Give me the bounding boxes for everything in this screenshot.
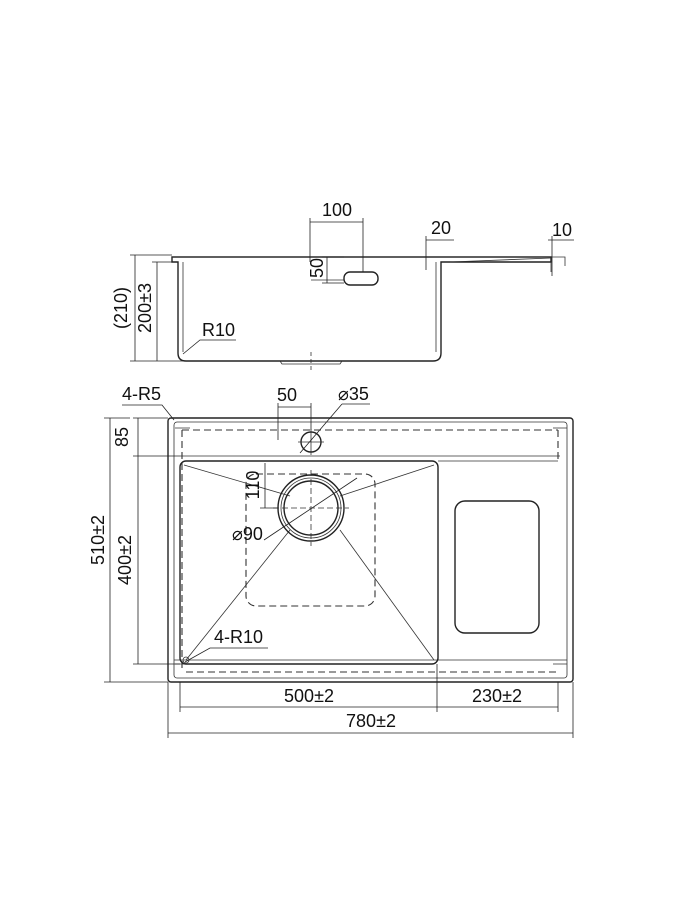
dim-total-depth: 510±2 bbox=[88, 515, 108, 565]
side-drain bbox=[279, 360, 343, 365]
dim-drain-offset: 110 bbox=[243, 471, 263, 500]
dim-drain-height: 50 bbox=[307, 258, 327, 278]
side-view-outline bbox=[171, 256, 552, 362]
bowl bbox=[179, 460, 439, 665]
drainer-recess bbox=[454, 500, 540, 634]
side-radius-label: R10 bbox=[202, 320, 235, 340]
corner-radius-label: 4-R5 bbox=[122, 384, 161, 404]
dim-bowl-depth-side: 200±3 bbox=[135, 283, 155, 333]
dim-offset-10: 10 bbox=[552, 220, 572, 240]
bowl-corner-radius-label: 4-R10 bbox=[214, 627, 263, 647]
drain bbox=[273, 470, 349, 546]
dim-top-edge: 85 bbox=[112, 427, 132, 447]
dashed-perimeter bbox=[181, 429, 559, 673]
dim-total-width: 780±2 bbox=[346, 711, 396, 731]
top-view: 4-R5 50 ⌀35 85 510±2 400±2 110 ⌀90 bbox=[88, 384, 574, 738]
dim-tap-diameter: ⌀35 bbox=[338, 384, 369, 404]
drain-area bbox=[245, 473, 376, 607]
dim-bowl-width: 500±2 bbox=[284, 686, 334, 706]
outer-rim bbox=[167, 417, 574, 683]
dim-offset-20: 20 bbox=[431, 218, 451, 238]
tap-hole bbox=[298, 429, 324, 455]
dim-total-height: (210) bbox=[111, 287, 131, 329]
dim-drain-width: 100 bbox=[322, 200, 352, 220]
dim-drain-diameter: ⌀90 bbox=[232, 524, 263, 544]
dim-tap-offset: 50 bbox=[277, 385, 297, 405]
dim-bowl-depth-top: 400±2 bbox=[115, 535, 135, 585]
side-view: 100 50 20 10 (210) 200±3 R10 bbox=[111, 200, 574, 372]
dim-drainer-width: 230±2 bbox=[472, 686, 522, 706]
overflow-slot bbox=[343, 271, 379, 286]
